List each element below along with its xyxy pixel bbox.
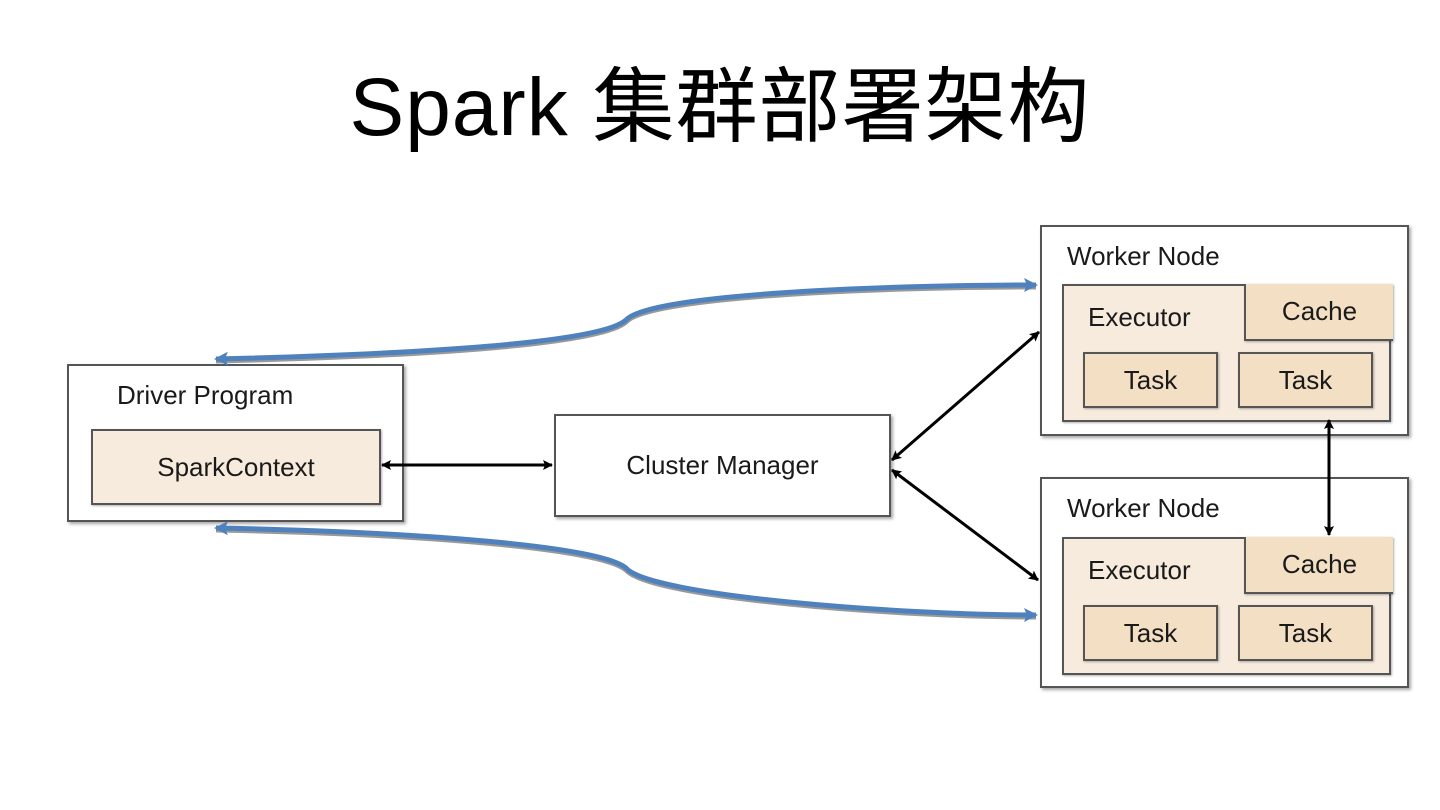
executor-label: Executor bbox=[1088, 555, 1191, 585]
spark-context-label: SparkContext bbox=[157, 451, 315, 482]
task-box: Task bbox=[1083, 352, 1218, 408]
task-label: Task bbox=[1278, 617, 1333, 648]
task-label: Task bbox=[1123, 617, 1178, 648]
page-title: Spark 集群部署架构 bbox=[349, 62, 1091, 153]
worker-node-box: Worker Node Executor Cache Task Task bbox=[1040, 225, 1409, 436]
task-label: Task bbox=[1278, 364, 1333, 395]
cache-box: Cache bbox=[1244, 284, 1393, 341]
arrow-cluster-manager-worker-2 bbox=[891, 468, 1039, 582]
task-box: Task bbox=[1083, 605, 1218, 661]
worker-node-label: Worker Node bbox=[1067, 493, 1220, 523]
worker-node-box: Worker Node Executor Cache Task Task bbox=[1040, 477, 1409, 688]
cache-label: Cache bbox=[1281, 549, 1358, 579]
executor-box: Executor Cache Task Task bbox=[1062, 537, 1393, 675]
cache-label: Cache bbox=[1281, 296, 1358, 326]
cluster-manager-label: Cluster Manager bbox=[626, 450, 819, 480]
task-box: Task bbox=[1238, 605, 1373, 661]
curved-arrow-driver-worker-1 bbox=[214, 278, 1038, 366]
spark-context-box: SparkContext bbox=[91, 429, 381, 505]
driver-program-label: Driver Program bbox=[117, 380, 294, 410]
executor-box: Executor Cache Task Task bbox=[1062, 284, 1393, 422]
worker-node-label: Worker Node bbox=[1067, 241, 1220, 271]
executor-label: Executor bbox=[1088, 302, 1191, 332]
task-box: Task bbox=[1238, 352, 1373, 408]
arrow-cluster-manager-worker-1 bbox=[891, 330, 1040, 462]
curved-arrow-driver-worker-1-shadow bbox=[215, 284, 1037, 364]
curved-arrow-driver-worker-2-shadow bbox=[215, 527, 1037, 620]
cluster-manager-box: Cluster Manager bbox=[554, 414, 891, 517]
cache-box: Cache bbox=[1244, 537, 1393, 594]
driver-program-box: Driver Program SparkContext bbox=[67, 364, 404, 522]
task-label: Task bbox=[1123, 364, 1178, 395]
curved-arrow-driver-worker-2 bbox=[214, 521, 1038, 622]
